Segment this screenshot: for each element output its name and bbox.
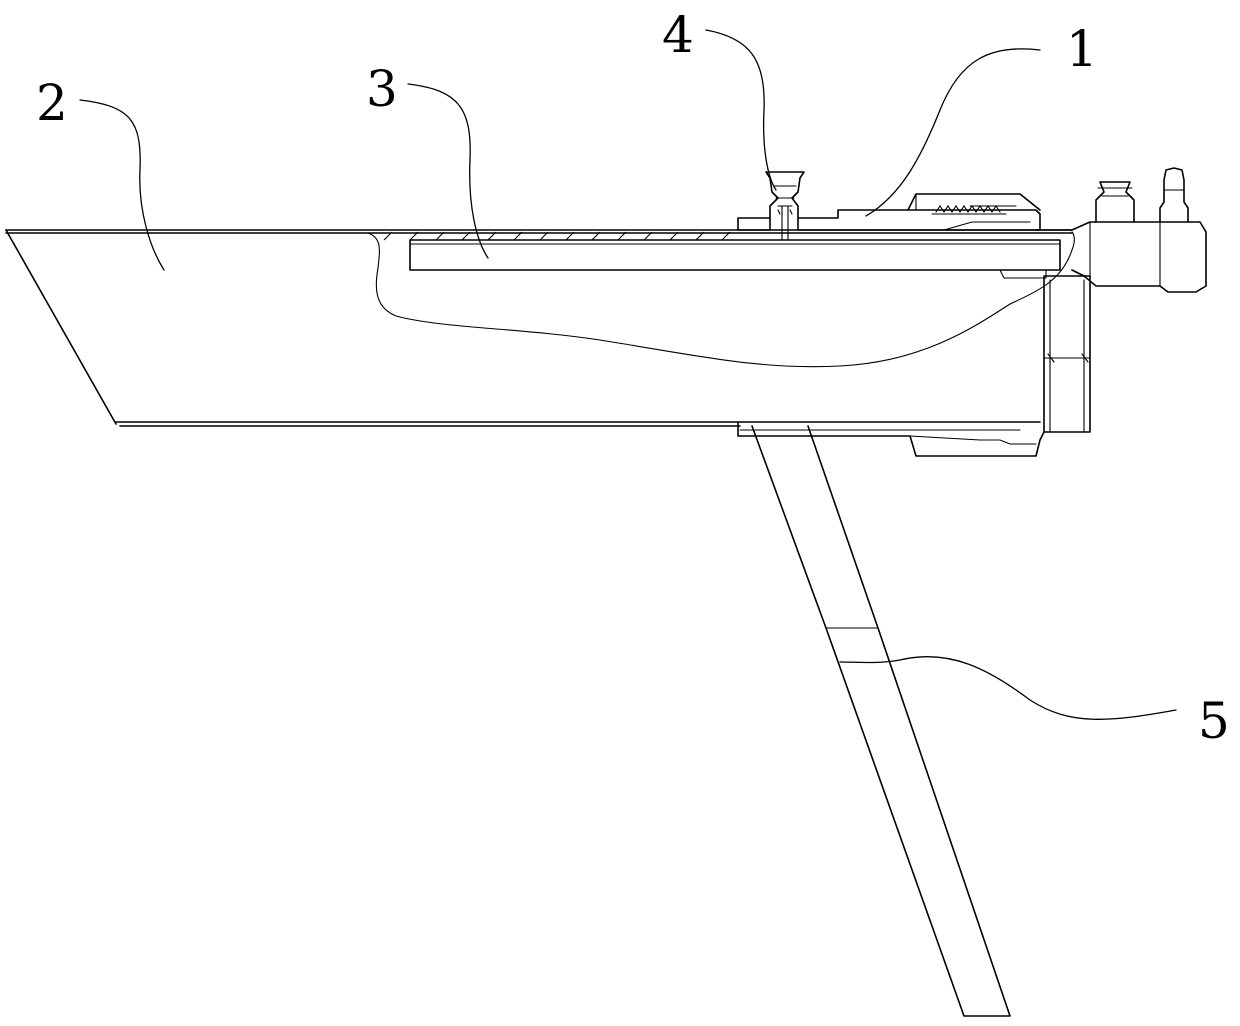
callout-label-5: 5: [1198, 692, 1230, 750]
callout-label-4: 4: [662, 6, 694, 64]
callout-label-3: 3: [366, 60, 398, 118]
part-3-inner-tube: [410, 240, 1060, 278]
leader-lines: [80, 30, 1176, 719]
part-1-hub-housing: [738, 168, 1206, 456]
callout-label-1: 1: [1066, 20, 1098, 78]
callout-labels: 1 2 3 4 5: [36, 6, 1230, 750]
leader-line-1: [866, 49, 1040, 216]
leader-line-4: [706, 30, 776, 190]
leader-line-2: [80, 100, 164, 270]
part-2-cannula-body: [6, 230, 1074, 426]
leader-line-3: [408, 84, 488, 258]
part-5-needle: [752, 426, 1010, 1016]
callout-label-2: 2: [36, 74, 68, 132]
